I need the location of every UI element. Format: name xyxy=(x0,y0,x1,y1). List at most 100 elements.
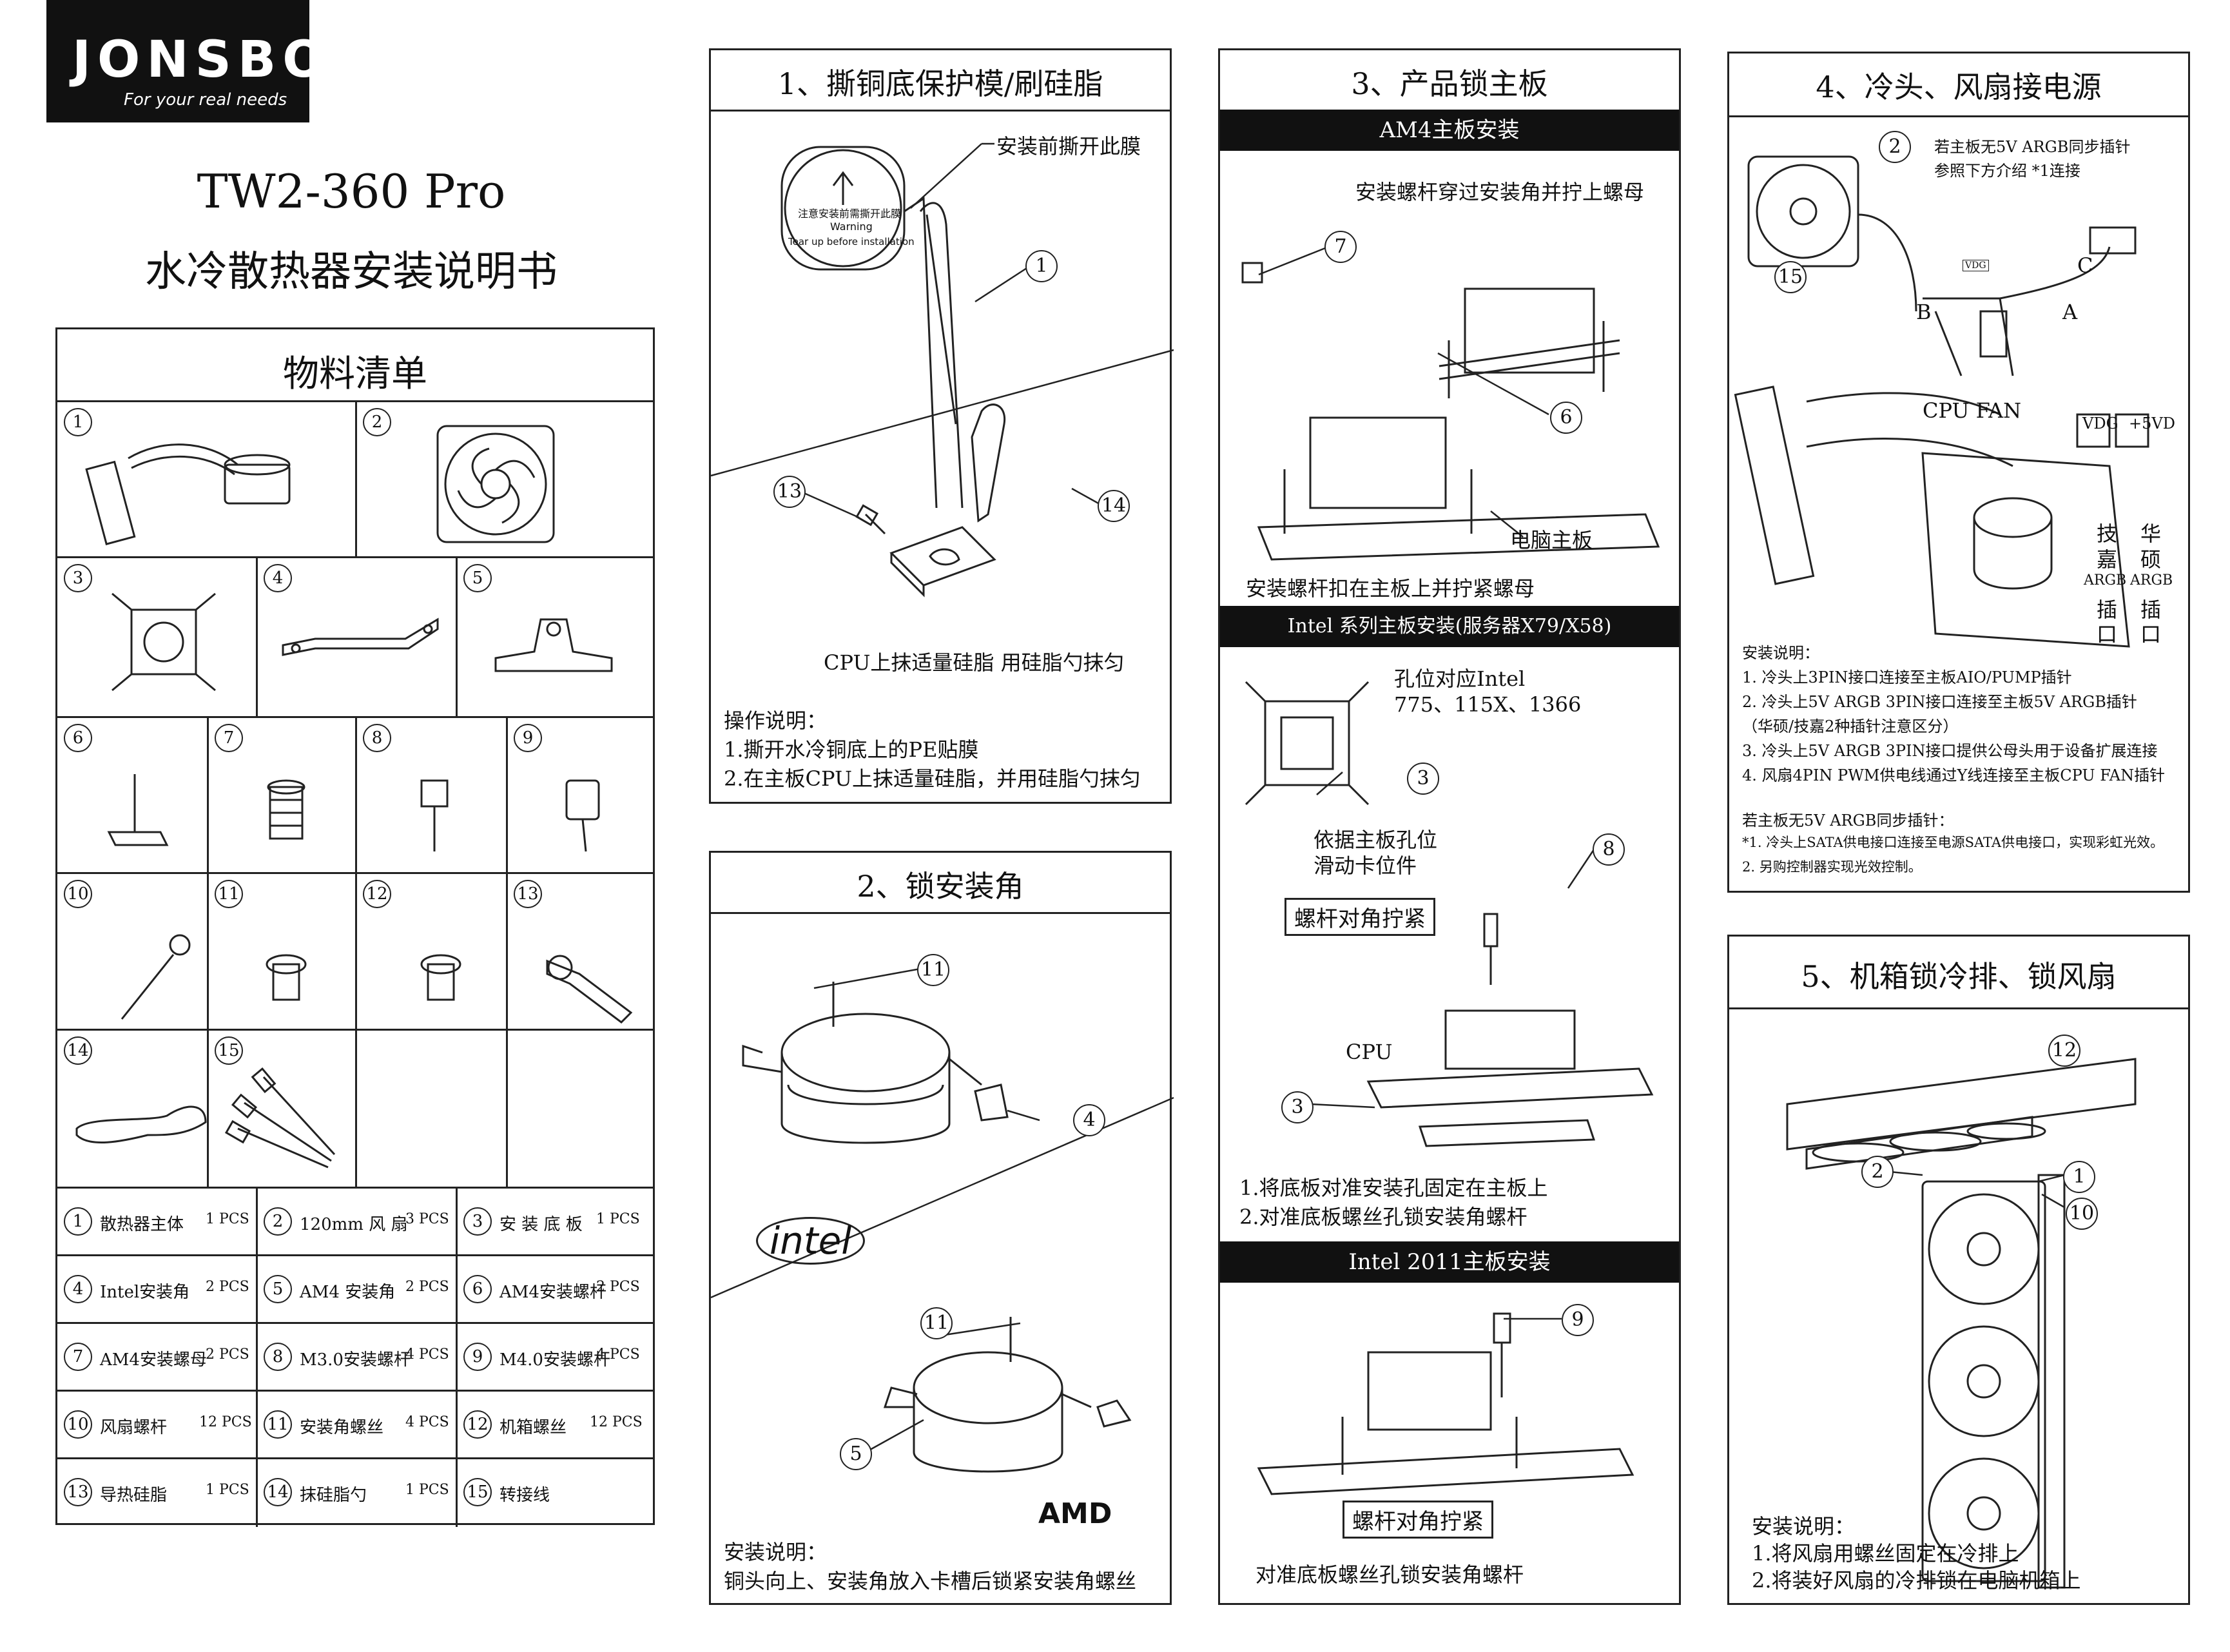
gigabyte-2: 嘉 xyxy=(2097,547,2118,572)
m4-screw-drawing xyxy=(565,779,600,852)
label-B: B xyxy=(1916,300,1932,324)
step3-title: 3、产品锁主板 xyxy=(1351,66,1548,101)
step2-note-title: 安装说明： xyxy=(724,1540,828,1564)
ref-7: 7 xyxy=(1324,231,1357,263)
ref-1: 1 xyxy=(1025,250,1058,282)
fan-screw-drawing xyxy=(121,934,191,1020)
bom-title: 物料清单 xyxy=(283,353,427,395)
bom-img-num: 5 xyxy=(463,564,492,592)
ops-title: 操作说明： xyxy=(724,708,828,733)
step5-leaders xyxy=(1890,1171,2065,1209)
step2-title: 2、锁安装角 xyxy=(857,869,1024,904)
slide-text-2: 滑动卡位件 xyxy=(1314,853,1417,878)
ref-11b: 11 xyxy=(920,1307,953,1339)
plug-1a: 插 xyxy=(2097,598,2118,622)
am4-screw-drawing xyxy=(107,774,169,846)
paste-caption: CPU上抹适量硅脂 用硅脂勺抹匀 xyxy=(824,650,1125,675)
bom-img-num: 4 xyxy=(264,564,292,592)
warning-en: Warning xyxy=(830,220,873,233)
diag-tighten-1: 螺杆对角拧紧 xyxy=(1285,898,1435,936)
cpu-paste-drawing xyxy=(855,403,1006,598)
alt-title: 若主板无5V ARGB同步插针： xyxy=(1742,811,1954,830)
step5-panel: 5、机箱锁冷排、锁风扇 12 2 1 10 安装说明： xyxy=(1727,935,2190,1605)
step5-note-1: 1.将风扇用螺丝固定在冷排上 xyxy=(1752,1541,2019,1566)
i2011-bar: Intel 2011主板安装 xyxy=(1220,1241,1679,1283)
step5-note-title: 安装说明： xyxy=(1752,1514,1856,1539)
step4-title: 4、冷头、风扇接电源 xyxy=(1816,70,2102,104)
step4-note: 1. 冷头上3PIN接口连接至主板AIO/PUMP插针 xyxy=(1742,668,2072,686)
ref-2-step5: 2 xyxy=(1861,1156,1894,1188)
ref-1-step5: 1 xyxy=(2063,1161,2095,1193)
alt-2: 2. 另购控制器实现光效控制。 xyxy=(1742,859,1922,875)
leader-lines xyxy=(710,142,1174,519)
logo-slogan: For your real needs xyxy=(124,90,287,110)
spatula-drawing xyxy=(75,1105,207,1143)
ref-3: 3 xyxy=(1407,763,1439,795)
bom-img-num: 7 xyxy=(215,724,243,752)
step4-note: 2. 冷头上5V ARGB 3PIN接口连接至主板5V ARGB插针 xyxy=(1742,693,2137,711)
asus-1: 华 xyxy=(2140,521,2162,546)
backplate-drawing xyxy=(112,592,216,692)
ref-3b: 3 xyxy=(1281,1091,1314,1123)
plug-2a: 插 xyxy=(2140,598,2162,622)
radiator-fans-drawing xyxy=(1921,1174,2066,1589)
bom-img-num: 12 xyxy=(363,880,391,908)
adapter-cable-drawing xyxy=(224,1067,336,1169)
alt-1: *1. 冷头上SATA供电接口连接至电源SATA供电接口，实现彩虹光效。 xyxy=(1742,835,2164,850)
step1-title: 1、撕铜底保护模/刷硅脂 xyxy=(777,66,1103,101)
intel-pump-drawing xyxy=(742,982,1009,1144)
am4-bracket-drawing xyxy=(494,618,613,672)
step4-note: 4. 风扇4PIN PWM供电线通过Y线连接至主板CPU FAN插针 xyxy=(1742,766,2166,784)
bom-img-num: 8 xyxy=(363,724,391,752)
ref9-leader xyxy=(1504,1317,1562,1320)
motherboard-label: 电脑主板 xyxy=(1510,528,1593,552)
bracket-screw-drawing xyxy=(266,954,307,1001)
ref-12: 12 xyxy=(2048,1035,2080,1067)
intel-logo: intel xyxy=(756,1217,866,1265)
vdg-box: VDG xyxy=(1963,260,1989,271)
bom-table: 物料清单 1 2 3 4 5 6 7 8 9 10 11 12 13 14 15 xyxy=(55,327,655,1527)
step5-title: 5、机箱锁冷排、锁风扇 xyxy=(1801,959,2117,994)
5vd-label: +5VD xyxy=(2129,414,2175,432)
film-callout: 安装前撕开此膜 xyxy=(996,134,1141,159)
no5v-text-2: 参照下方介绍 *1连接 xyxy=(1934,162,2080,180)
vdg-label: VDG xyxy=(2082,414,2118,432)
bom-img-num: 15 xyxy=(215,1036,243,1065)
manual-subtitle: 水冷散热器安装说明书 xyxy=(145,248,558,296)
step2-note-1: 铜头向上、安装角放入卡槽后锁紧安装角螺丝 xyxy=(724,1569,1137,1593)
cpu-fan-label: CPU FAN xyxy=(1923,398,2022,423)
diag-tighten-2: 螺杆对角拧紧 xyxy=(1343,1501,1493,1539)
argb-1: ARGB xyxy=(2084,572,2127,588)
bom-img-num: 13 xyxy=(514,880,542,908)
bom-img-num: 11 xyxy=(215,880,243,908)
ref-6: 6 xyxy=(1550,402,1582,434)
ref-15: 15 xyxy=(1774,261,1807,293)
step4-note: 3. 冷头上5V ARGB 3PIN接口提供公母头用于设备扩展连接 xyxy=(1742,742,2158,760)
m3-screw-drawing xyxy=(420,779,449,851)
step3-panel: 3、产品锁主板 AM4主板安装 安装螺杆穿过安装角并拧上螺母 7 6 电脑主板 … xyxy=(1218,48,1681,1605)
step2-panel: 2、锁安装角 11 4 intel 11 5 AM xyxy=(709,851,1174,1605)
bom-img-num: 6 xyxy=(64,724,92,752)
ref-2: 2 xyxy=(1879,131,1911,163)
ref-11: 11 xyxy=(917,954,949,986)
wiring-drawing xyxy=(1734,155,2149,648)
intel-backplate-drawing xyxy=(1245,681,1370,806)
plug-2b: 口 xyxy=(2140,622,2162,646)
hole-text-2: 775、115X、1366 xyxy=(1394,692,1582,717)
label-A: A xyxy=(2062,300,2078,324)
bom-img-num: 9 xyxy=(514,724,542,752)
i2011-note: 对准底板螺丝孔锁安装角螺杆 xyxy=(1256,1562,1524,1587)
logo-text: JONSBO xyxy=(72,31,332,89)
step4-notes-title: 安装说明： xyxy=(1742,644,1819,662)
argb-2: ARGB xyxy=(2130,572,2173,588)
bom-img-num: 14 xyxy=(64,1036,92,1065)
